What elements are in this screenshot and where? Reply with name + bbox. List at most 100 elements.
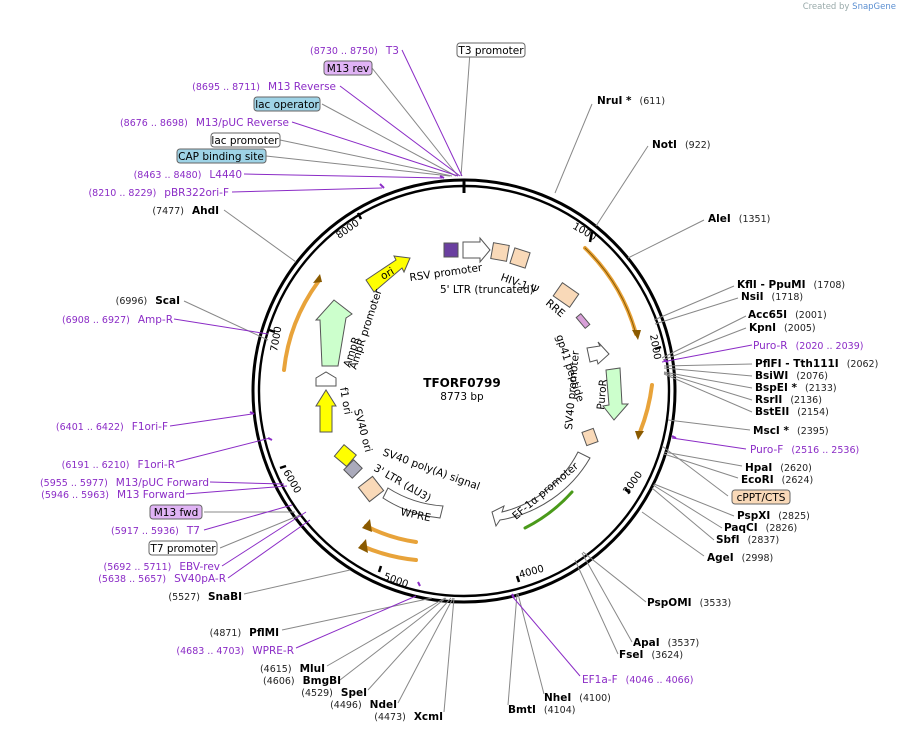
leader-bmgbi <box>339 597 447 681</box>
leader-msci <box>667 419 751 431</box>
primer-leader-f1ori-r <box>175 437 271 463</box>
tick-marks <box>268 212 662 583</box>
leader-nrui <box>554 103 593 194</box>
label-sv40ori: SV40 ori <box>351 408 374 454</box>
boxed-labels: T3 promoter M13 rev lac operator lac pro… <box>148 42 791 556</box>
enzyme-agei: AgeI(2998) <box>707 552 773 564</box>
leader-ahdi <box>223 209 297 263</box>
enzyme-spei: (4529)SpeI <box>301 687 367 699</box>
primer-t7: (5917 .. 5936)T7 <box>111 525 200 537</box>
enzyme-acc65i: Acc65I(2001) <box>748 309 827 321</box>
primer-leader-t3 <box>401 49 463 177</box>
orf-arc-1-head <box>632 330 641 340</box>
leader-agei <box>641 511 705 557</box>
credit-brand: SnapGene <box>852 2 896 12</box>
enzyme-labels-left: (7477)AhdI (6996)ScaI (5527)SnaBI (4871)… <box>116 205 443 723</box>
svg-text:M13 fwd: M13 fwd <box>154 507 199 519</box>
ltr5-box <box>490 242 510 262</box>
enzyme-bsiwi: BsiWI(2076) <box>755 370 828 382</box>
primer-tick-7 <box>511 593 515 599</box>
enzyme-apai: ApaI(3537) <box>633 637 699 649</box>
leader-scai <box>183 300 269 341</box>
svg-text:lac operator: lac operator <box>255 99 319 111</box>
tick-label-7000: 7000 <box>269 326 284 353</box>
label-rsv-promoter: RSV promoter <box>409 262 484 284</box>
leader-hpai <box>663 451 743 467</box>
box-lac-promoter: lac promoter <box>210 132 281 148</box>
primer-m13puc-reverse: (8676 .. 8698)M13/pUC Reverse <box>120 117 289 129</box>
enzyme-nhei: NheI(4100) <box>544 692 611 704</box>
puror-arrow <box>602 367 630 421</box>
backbone-outer <box>251 178 677 604</box>
enzyme-pspomi: PspOMI(3533) <box>647 597 731 609</box>
primer-sv40pa: (5638 .. 5657)SV40pA-R <box>98 573 226 585</box>
primer-leader-sv40pa <box>227 519 311 579</box>
enzyme-hpai: HpaI(2620) <box>745 462 812 474</box>
leader-bsiwi <box>663 367 753 377</box>
primer-tick-4 <box>267 437 273 441</box>
leader-snabi <box>243 569 351 595</box>
primer-t3: (8730 .. 8750)T3 <box>310 45 399 57</box>
leader-apai <box>581 552 633 643</box>
primer-tick-2 <box>439 175 445 179</box>
label-ef1a: EF-1α promoter <box>510 460 581 522</box>
box-m13-fwd: M13 fwd <box>149 504 203 520</box>
svg-text:cPPT/CTS: cPPT/CTS <box>737 492 786 504</box>
leader-fsei <box>574 559 619 655</box>
enzyme-msci: MscI *(2395) <box>753 425 829 437</box>
tick-8000 <box>356 212 363 220</box>
box-m13-rev: M13 rev <box>323 60 373 76</box>
orf-arc-3-head <box>362 519 372 532</box>
sv40ori-box <box>333 444 357 468</box>
primer-m13-reverse: (8695 .. 8711)M13 Reverse <box>192 81 336 93</box>
leader-mlui <box>326 597 446 667</box>
f1ori-arrow <box>315 389 337 433</box>
ampr-promoter-arrow <box>315 371 337 387</box>
leader-alei <box>627 219 705 259</box>
primer-f1ori-f: (6401 .. 6422)F1ori-F <box>56 421 168 433</box>
lac-marks <box>443 242 459 258</box>
primer-wpre: (4683 .. 4703)WPRE-R <box>176 645 294 657</box>
tick-4000 <box>515 575 521 583</box>
leader-xcmi <box>443 597 455 713</box>
orf-arc-3 <box>364 524 418 544</box>
orf-arc-4 <box>360 544 418 562</box>
orf-arcs <box>282 246 654 562</box>
primer-leader-m13-reverse <box>339 85 461 177</box>
leader-rsrii <box>663 372 753 401</box>
tick-label-6000: 6000 <box>280 468 302 496</box>
enzyme-bmti: BmtI(4104) <box>508 704 575 716</box>
primer-leader-wpre <box>295 595 417 649</box>
box-lac-operator: lac operator <box>253 96 321 112</box>
primer-tick-3 <box>249 411 255 415</box>
credit-prefix: Created by <box>802 2 850 12</box>
label-puror: PuroR <box>595 379 610 411</box>
enzyme-nrui: NruI *(611) <box>597 95 665 107</box>
leader-bmti <box>507 593 518 706</box>
hiv-psi-box <box>509 247 531 269</box>
enzyme-fsei: FseI(3624) <box>619 649 683 661</box>
svg-text:lac promoter: lac promoter <box>211 135 279 147</box>
enzyme-sbfi: SbfI(2837) <box>716 534 779 546</box>
leader-m13-rev <box>371 67 459 177</box>
enzyme-ecori: EcoRI(2624) <box>741 474 813 486</box>
primer-f1ori-r: (6191 .. 6210)F1ori-R <box>62 459 175 471</box>
enzyme-ahdi: (7477)AhdI <box>152 205 219 217</box>
leader-nsii <box>654 297 739 325</box>
primer-m13-forward: (5946 .. 5963)M13 Forward <box>41 489 185 501</box>
primer-puro-r: Puro-R(2020 .. 2039) <box>753 340 863 352</box>
primer-tick-8 <box>417 581 421 587</box>
leader-bsteii <box>663 373 753 413</box>
plasmid-length: 8773 bp <box>440 391 484 403</box>
tick-6000 <box>279 464 287 470</box>
enzyme-kfli: KflI - PpuMI(1708) <box>737 279 845 291</box>
sv40polya-box <box>343 459 363 479</box>
primer-l4440: (8463 .. 8480)L4440 <box>134 169 242 181</box>
primer-leader-t7 <box>203 504 293 531</box>
enzyme-mlui: (4615)MluI <box>260 663 325 675</box>
gp41-box <box>575 313 591 329</box>
primer-tick-1 <box>379 183 385 189</box>
leader-acc65i <box>661 315 747 359</box>
box-t3-promoter: T3 promoter <box>456 42 526 58</box>
enzyme-pflfi: PflFI - Tth111I(2062) <box>755 358 878 370</box>
